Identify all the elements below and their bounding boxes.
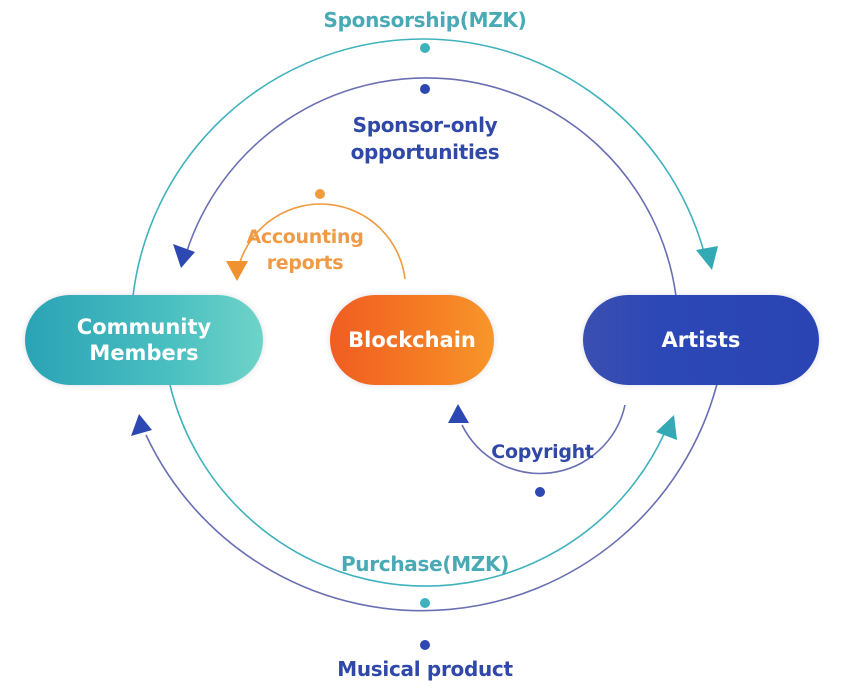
sponsor-only-label-line2: opportunities bbox=[350, 140, 500, 164]
sponsor-only-label: Sponsor-only opportunities bbox=[300, 112, 550, 166]
blockchain-label: Blockchain bbox=[348, 328, 476, 352]
sponsor-only-arc bbox=[185, 77, 677, 297]
musical-product-arc bbox=[145, 383, 718, 612]
artists-label: Artists bbox=[661, 328, 741, 352]
artists-node: Artists bbox=[583, 295, 819, 385]
copyright-label: Copyright bbox=[491, 441, 594, 463]
purchase-arrow-icon bbox=[656, 415, 677, 440]
sponsor-only-label-line1: Sponsor-only bbox=[352, 113, 498, 137]
blockchain-node: Blockchain bbox=[330, 295, 494, 385]
copyright-arrow-icon bbox=[448, 404, 469, 423]
accounting-dot bbox=[315, 189, 325, 199]
community-members-label-line2: Members bbox=[89, 341, 199, 365]
sponsorship-dot bbox=[420, 43, 430, 53]
accounting-label: Accounting reports bbox=[240, 224, 370, 276]
musical-product-label: Musical product bbox=[337, 657, 513, 681]
accounting-label-line1: Accounting bbox=[246, 226, 364, 248]
purchase-arc bbox=[169, 384, 666, 587]
sponsor-only-dot bbox=[420, 84, 430, 94]
accounting-arc bbox=[239, 203, 406, 280]
purchase-label: Purchase(MZK) bbox=[340, 552, 510, 576]
community-members-node: Community Members bbox=[25, 295, 263, 385]
copyright-arc bbox=[461, 404, 626, 475]
sponsorship-arc bbox=[132, 38, 705, 297]
sponsorship-label: Sponsorship(MZK) bbox=[323, 8, 527, 32]
copyright-dot bbox=[535, 487, 545, 497]
accounting-label-line2: reports bbox=[266, 252, 344, 274]
musical-product-dot bbox=[420, 640, 430, 650]
accounting-arrow-icon bbox=[226, 261, 248, 281]
sponsor-only-arrow-icon bbox=[173, 244, 195, 268]
musical-product-arrow-icon bbox=[131, 414, 152, 436]
sponsorship-arrow-icon bbox=[696, 246, 718, 270]
purchase-dot bbox=[420, 598, 430, 608]
community-members-label-line1: Community bbox=[76, 315, 212, 339]
